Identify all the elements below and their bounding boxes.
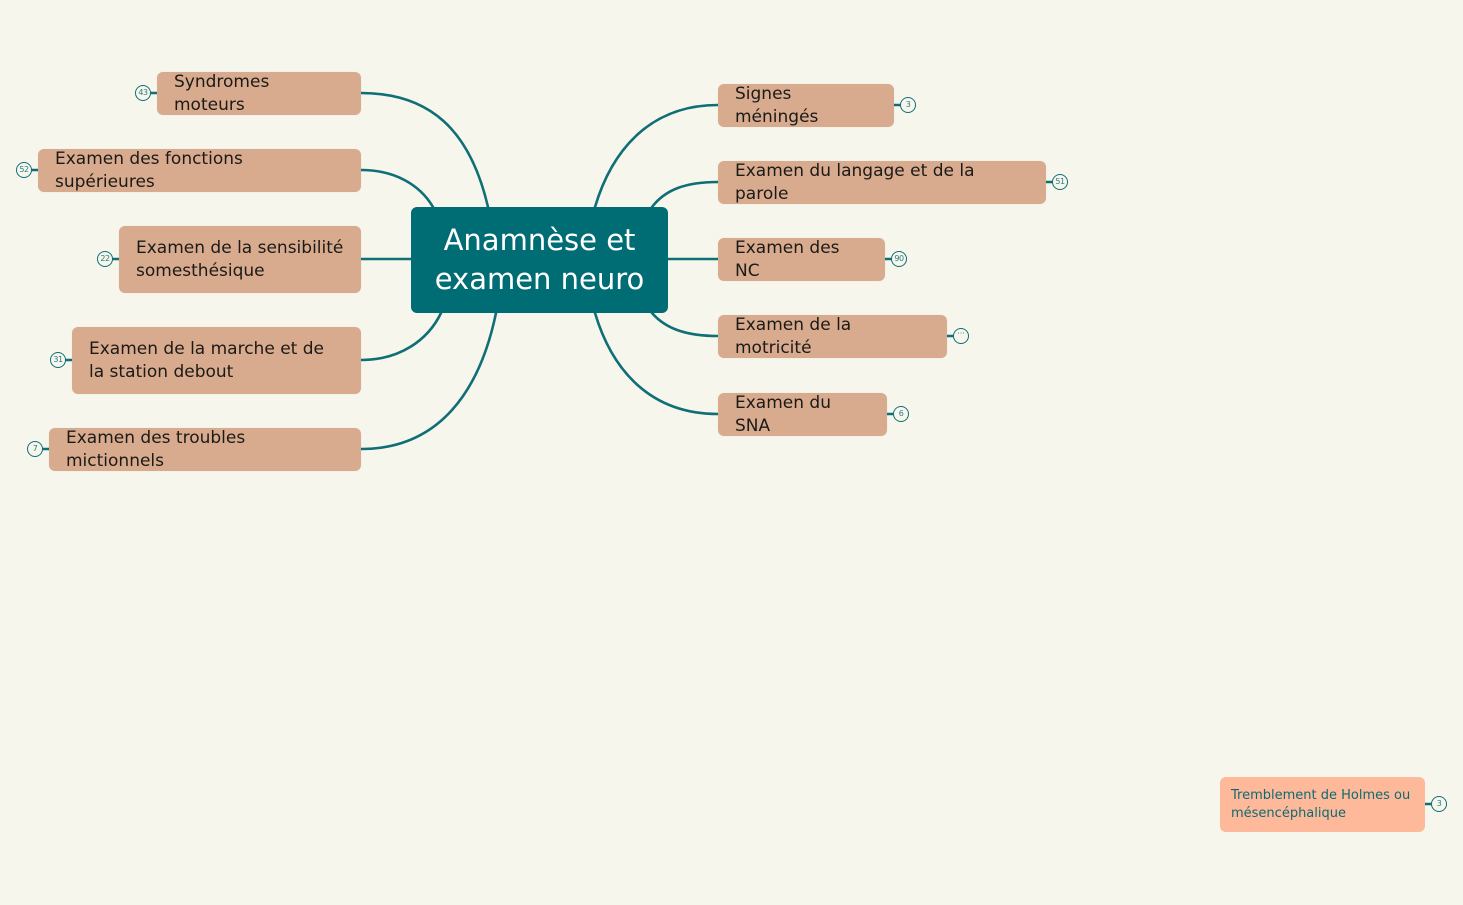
topic-sna[interactable]: Examen du SNA bbox=[718, 393, 887, 436]
connector-sna bbox=[593, 311, 720, 416]
topic-sensibilite-somesthesique[interactable]: Examen de la sensibilité somesthésique bbox=[119, 226, 361, 293]
collapse-count-badge[interactable]: 43 bbox=[135, 85, 151, 101]
topic-label: Examen du langage et de la parole bbox=[735, 160, 975, 204]
connector-motricite bbox=[650, 311, 720, 338]
collapse-count-badge[interactable]: 31 bbox=[50, 352, 66, 368]
topic-examen-nc[interactable]: Examen des NC bbox=[718, 238, 885, 281]
topic-fonctions-superieures[interactable]: Examen des fonctions supérieures bbox=[38, 149, 361, 192]
connector-troubles-mictionnels bbox=[359, 311, 498, 451]
central-topic-label: Anamnèse et examen neuro bbox=[434, 223, 645, 296]
connector-fonctions-superieures bbox=[359, 168, 435, 209]
topic-troubles-mictionnels[interactable]: Examen des troubles mictionnels bbox=[49, 428, 361, 471]
floating-topic-label: Tremblement de Holmes ou mésencéphalique bbox=[1231, 787, 1411, 821]
more-options-icon[interactable]: ··· bbox=[953, 328, 969, 344]
collapse-count-badge[interactable]: 22 bbox=[97, 251, 113, 267]
central-topic[interactable]: Anamnèse et examen neuro bbox=[411, 207, 668, 313]
topic-label: Examen des fonctions supérieures bbox=[55, 148, 243, 192]
topic-label: Examen des troubles mictionnels bbox=[66, 427, 246, 471]
topic-label: Signes méningés bbox=[735, 83, 819, 127]
topic-label: Examen de la motricité bbox=[735, 314, 852, 358]
topic-label: Examen de la sensibilité somesthésique bbox=[136, 237, 344, 281]
topic-label: Examen de la marche et de la station deb… bbox=[89, 338, 324, 382]
topic-syndromes-moteurs[interactable]: Syndromes moteurs bbox=[157, 72, 361, 115]
collapse-count-badge[interactable]: 7 bbox=[27, 441, 43, 457]
collapse-count-badge[interactable]: 90 bbox=[891, 251, 907, 267]
collapse-count-badge[interactable]: 3 bbox=[1431, 796, 1447, 812]
collapse-count-badge[interactable]: 3 bbox=[900, 97, 916, 113]
topic-label: Syndromes moteurs bbox=[174, 71, 270, 115]
topic-signes-meninges[interactable]: Signes méningés bbox=[718, 84, 894, 127]
floating-topic-tremblement-holmes[interactable]: Tremblement de Holmes ou mésencéphalique bbox=[1220, 777, 1425, 832]
topic-label: Examen des NC bbox=[735, 237, 840, 281]
collapse-count-badge[interactable]: 52 bbox=[16, 162, 32, 178]
collapse-count-badge[interactable]: 6 bbox=[893, 406, 909, 422]
collapse-count-badge[interactable]: 51 bbox=[1052, 174, 1068, 190]
connector-marche bbox=[359, 311, 443, 362]
topic-langage-parole[interactable]: Examen du langage et de la parole bbox=[718, 161, 1046, 204]
topic-label: Examen du SNA bbox=[735, 392, 831, 436]
connector-langage bbox=[650, 180, 720, 209]
connector-signes-meninges bbox=[593, 103, 720, 209]
topic-marche-station-debout[interactable]: Examen de la marche et de la station deb… bbox=[72, 327, 361, 394]
topic-motricite[interactable]: Examen de la motricité bbox=[718, 315, 947, 358]
connector-syndromes-moteurs bbox=[359, 91, 490, 209]
